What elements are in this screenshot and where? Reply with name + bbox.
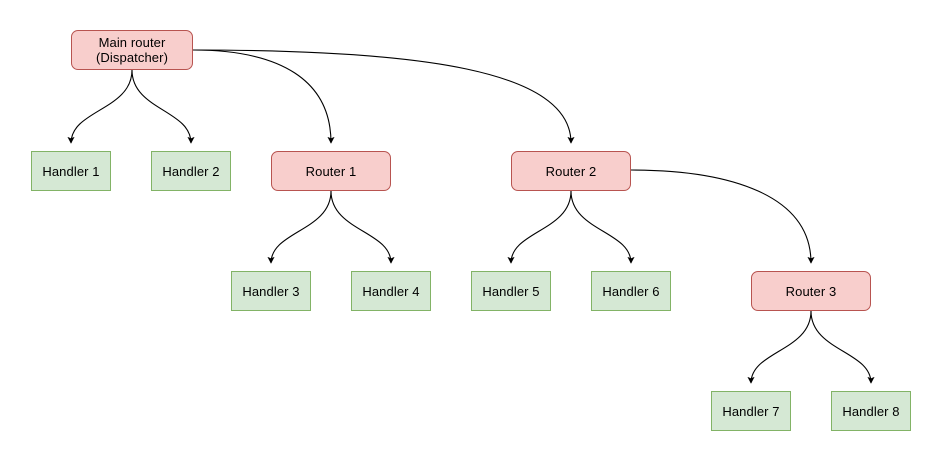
edge-router-3-to-handler-8 [810,310,875,384]
node-handler-7[interactable]: Handler 7 [711,391,791,431]
edge-router-2-to-handler-5 [507,190,572,264]
edge-router-3-to-handler-7 [747,310,812,384]
edges-group [67,49,875,384]
edge-main-to-handler-2 [131,69,195,144]
node-handler-2[interactable]: Handler 2 [151,151,231,191]
node-handler-8[interactable]: Handler 8 [831,391,911,431]
node-main-router[interactable]: Main router (Dispatcher) [71,30,193,70]
edge-router-2-to-handler-6 [570,190,635,264]
edge-main-to-router-1 [192,49,335,144]
node-router-1[interactable]: Router 1 [271,151,391,191]
node-handler-4[interactable]: Handler 4 [351,271,431,311]
edge-router-1-to-handler-4 [330,190,395,264]
node-handler-3[interactable]: Handler 3 [231,271,311,311]
node-router-2[interactable]: Router 2 [511,151,631,191]
edge-router-1-to-handler-3 [267,190,332,264]
edge-router-2-to-router-3 [630,169,815,264]
node-handler-6[interactable]: Handler 6 [591,271,671,311]
edge-main-to-handler-1 [67,69,133,144]
node-handler-1[interactable]: Handler 1 [31,151,111,191]
node-router-3[interactable]: Router 3 [751,271,871,311]
node-handler-5[interactable]: Handler 5 [471,271,551,311]
edge-main-to-router-2 [192,49,575,144]
